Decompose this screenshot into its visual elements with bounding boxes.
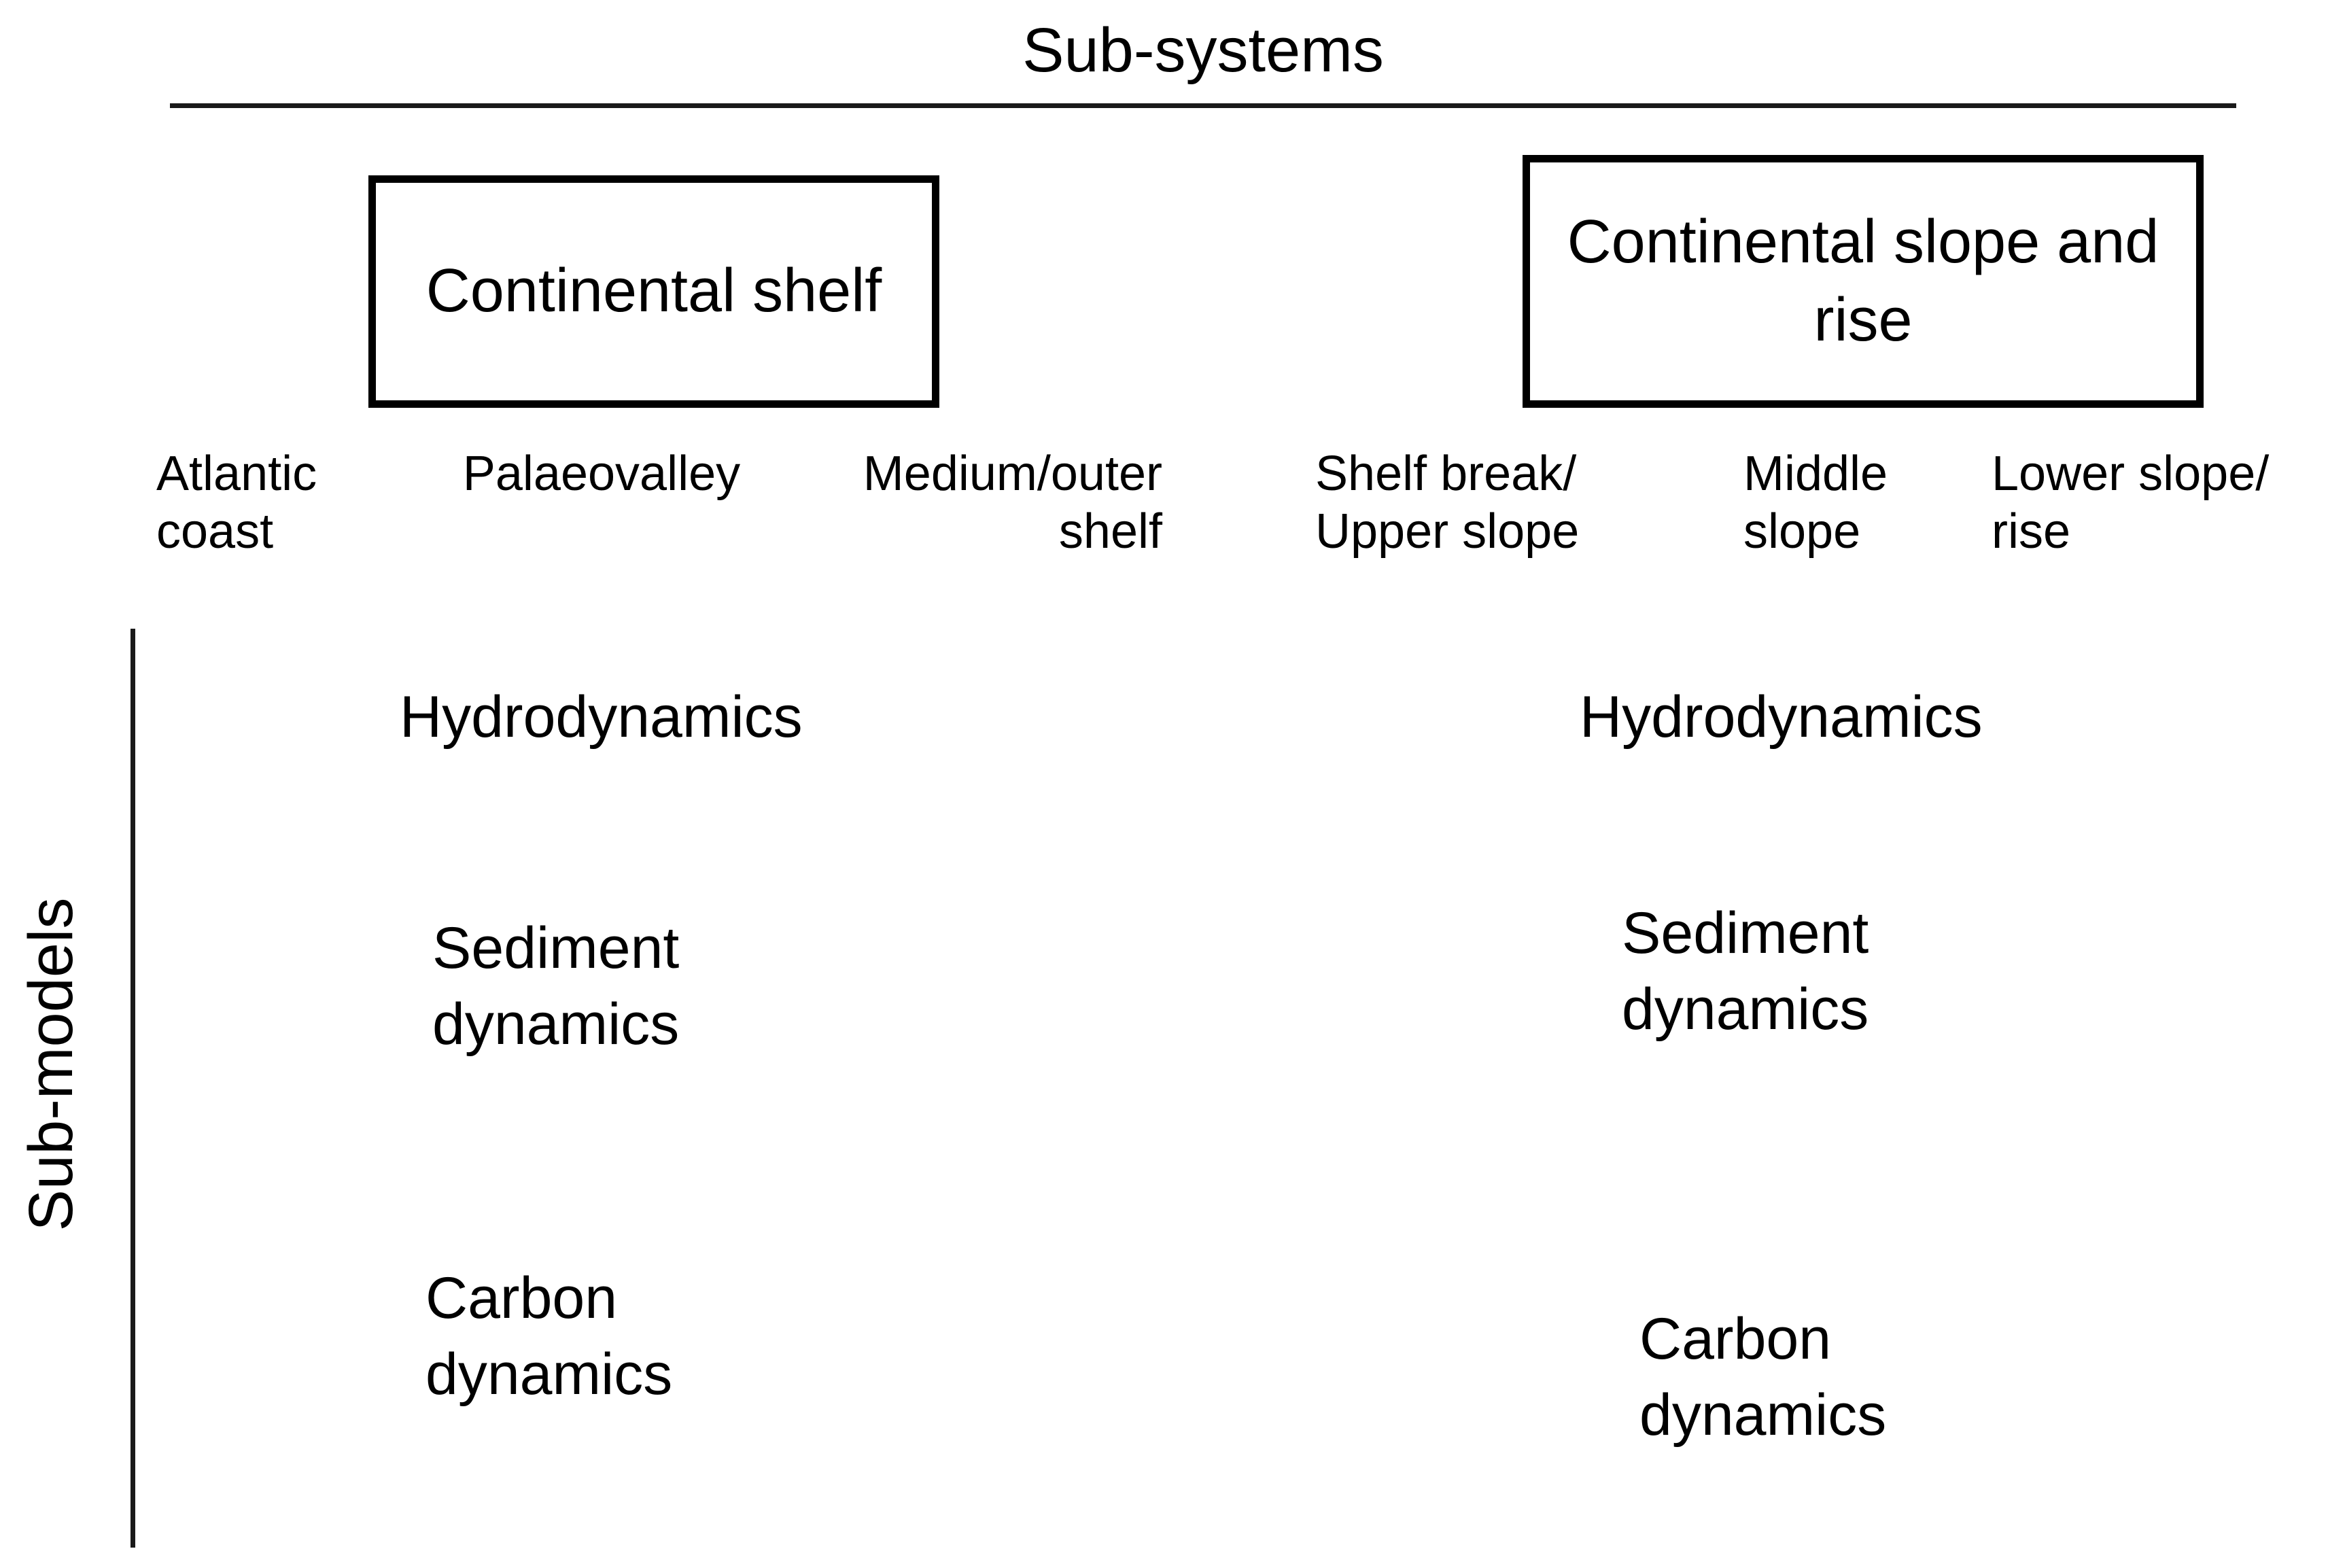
submodel-cell-shelf-sediment-dynamics: Sediment dynamics [432, 916, 680, 1057]
zone-label-atlantic-coast: Atlantic coast [156, 447, 317, 559]
subsystems-axis-title: Sub-systems [1022, 16, 1384, 85]
submodel-cell-slope-carbon-dynamics: Carbon dynamics [1639, 1306, 1887, 1448]
submodels-axis-rule [131, 629, 135, 1548]
submodel-cell-slope-sediment-dynamics: Sediment dynamics [1622, 901, 1869, 1042]
submodel-cell-slope-hydrodynamics: Hydrodynamics [1580, 684, 1983, 750]
subsystems-axis-rule [170, 103, 2236, 108]
subsystem-box-continental-shelf: Continental shelf [368, 175, 939, 408]
subsystem-box-continental-slope-and-rise-label: Continental slope and rise [1567, 207, 2159, 354]
zone-label-middle-slope: Middle slope [1743, 447, 1888, 559]
submodel-cell-shelf-hydrodynamics: Hydrodynamics [400, 684, 803, 750]
zone-label-lower-slope-rise: Lower slope/ rise [1992, 447, 2270, 559]
submodel-cell-shelf-carbon-dynamics: Carbon dynamics [425, 1266, 673, 1407]
subsystem-box-continental-slope-and-rise: Continental slope and rise [1523, 155, 2204, 408]
submodels-axis-title: Sub-models [16, 897, 86, 1232]
zone-label-palaeovalley: Palaeovalley [462, 447, 741, 501]
subsystem-box-continental-shelf-label: Continental shelf [425, 257, 882, 326]
zone-label-shelf-break-upper-slope: Shelf break/ Upper slope [1315, 447, 1580, 559]
zone-label-medium-outer-shelf: Medium/outer shelf [863, 447, 1162, 559]
